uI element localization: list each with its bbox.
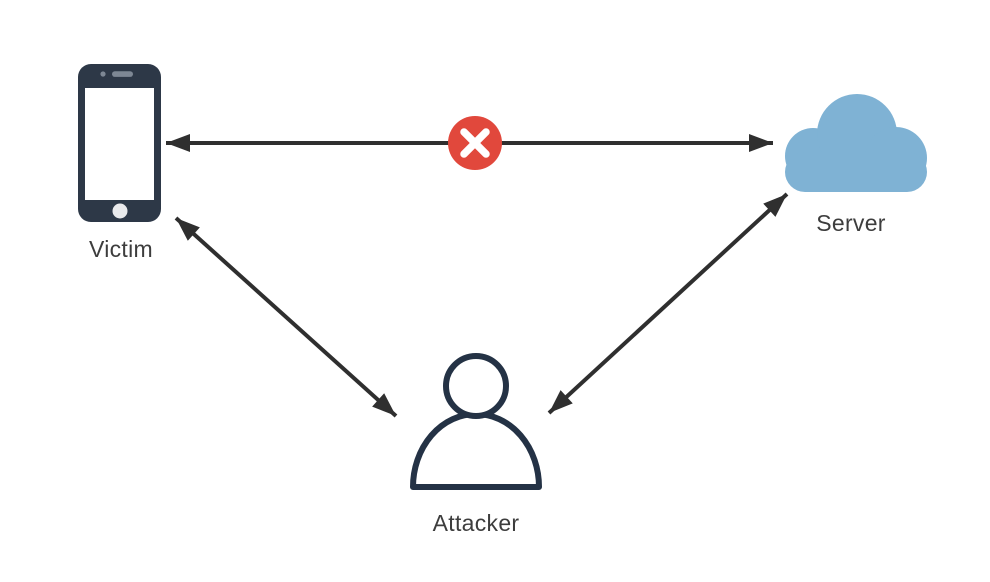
smartphone-icon <box>78 64 161 222</box>
cloud-icon <box>785 94 927 192</box>
person-body <box>410 411 542 490</box>
cloud-base <box>785 152 927 192</box>
person-head <box>443 353 509 419</box>
edge-attacker-server <box>547 192 789 415</box>
phone-camera-dot <box>100 71 106 77</box>
edge-victim-attacker <box>174 216 398 418</box>
phone-screen <box>85 88 154 200</box>
victim-label: Victim <box>89 236 153 262</box>
person-icon <box>410 353 542 490</box>
x-mark-badge <box>448 116 502 170</box>
x-stroke-2 <box>460 128 490 158</box>
phone-speaker-slot <box>112 71 133 77</box>
attacker-label: Attacker <box>432 510 520 536</box>
server-label: Server <box>816 210 886 236</box>
phone-home-button <box>112 203 128 219</box>
